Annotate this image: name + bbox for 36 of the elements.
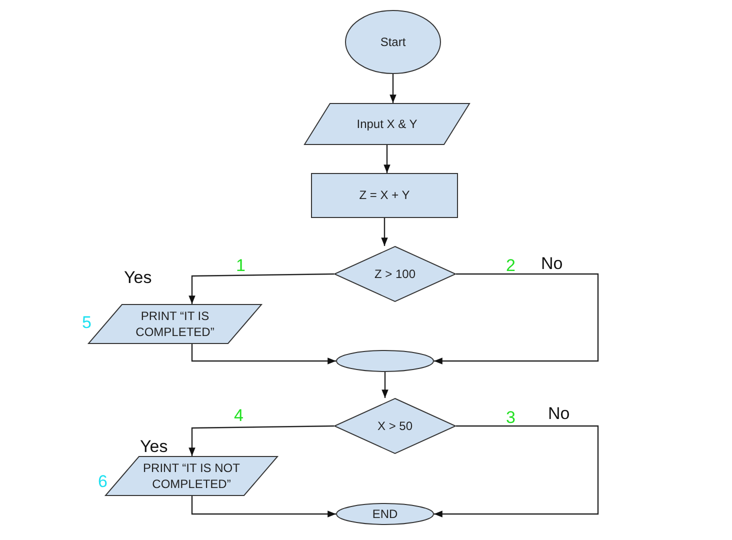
decision-diamond bbox=[334, 398, 456, 454]
branch-label: Yes bbox=[140, 437, 168, 457]
terminal-ellipse bbox=[345, 10, 441, 74]
connector-arrow bbox=[382, 372, 388, 398]
connector-arrow bbox=[390, 74, 396, 103]
step-number: 6 bbox=[98, 472, 108, 492]
branch-label: No bbox=[548, 404, 570, 424]
connector-arrow bbox=[188, 273, 334, 304]
node-text: PRINT “IT IS COMPLETED” bbox=[134, 308, 216, 340]
terminal-ellipse bbox=[336, 350, 434, 372]
step-number: 4 bbox=[234, 406, 244, 426]
connector-arrow bbox=[191, 496, 336, 518]
step-number: 1 bbox=[236, 256, 246, 276]
process-box bbox=[311, 173, 458, 218]
step-number: 5 bbox=[82, 313, 92, 333]
io-parallelogram bbox=[304, 103, 470, 145]
terminal-ellipse bbox=[336, 503, 434, 525]
connector-arrow bbox=[188, 425, 334, 456]
branch-label: Yes bbox=[124, 268, 152, 288]
branch-label: No bbox=[541, 254, 563, 274]
node-text: Start bbox=[380, 34, 406, 50]
node-text: Z > 100 bbox=[374, 266, 416, 282]
decision-diamond bbox=[334, 246, 456, 302]
step-number: 2 bbox=[506, 256, 516, 276]
connector-arrow bbox=[434, 425, 599, 518]
node-text: Z = X + Y bbox=[359, 187, 410, 204]
connector-arrow bbox=[191, 344, 336, 364]
connector-arrow bbox=[381, 218, 388, 246]
io-parallelogram bbox=[105, 456, 278, 496]
node-text: X > 50 bbox=[377, 418, 413, 434]
node-text: PRINT “IT IS NOT COMPLETED” bbox=[142, 460, 241, 492]
node-text: END bbox=[372, 506, 398, 522]
node-text: Input X & Y bbox=[356, 116, 418, 132]
connector-arrow bbox=[434, 273, 599, 364]
step-number: 3 bbox=[506, 408, 516, 428]
connector-arrow bbox=[384, 145, 390, 173]
